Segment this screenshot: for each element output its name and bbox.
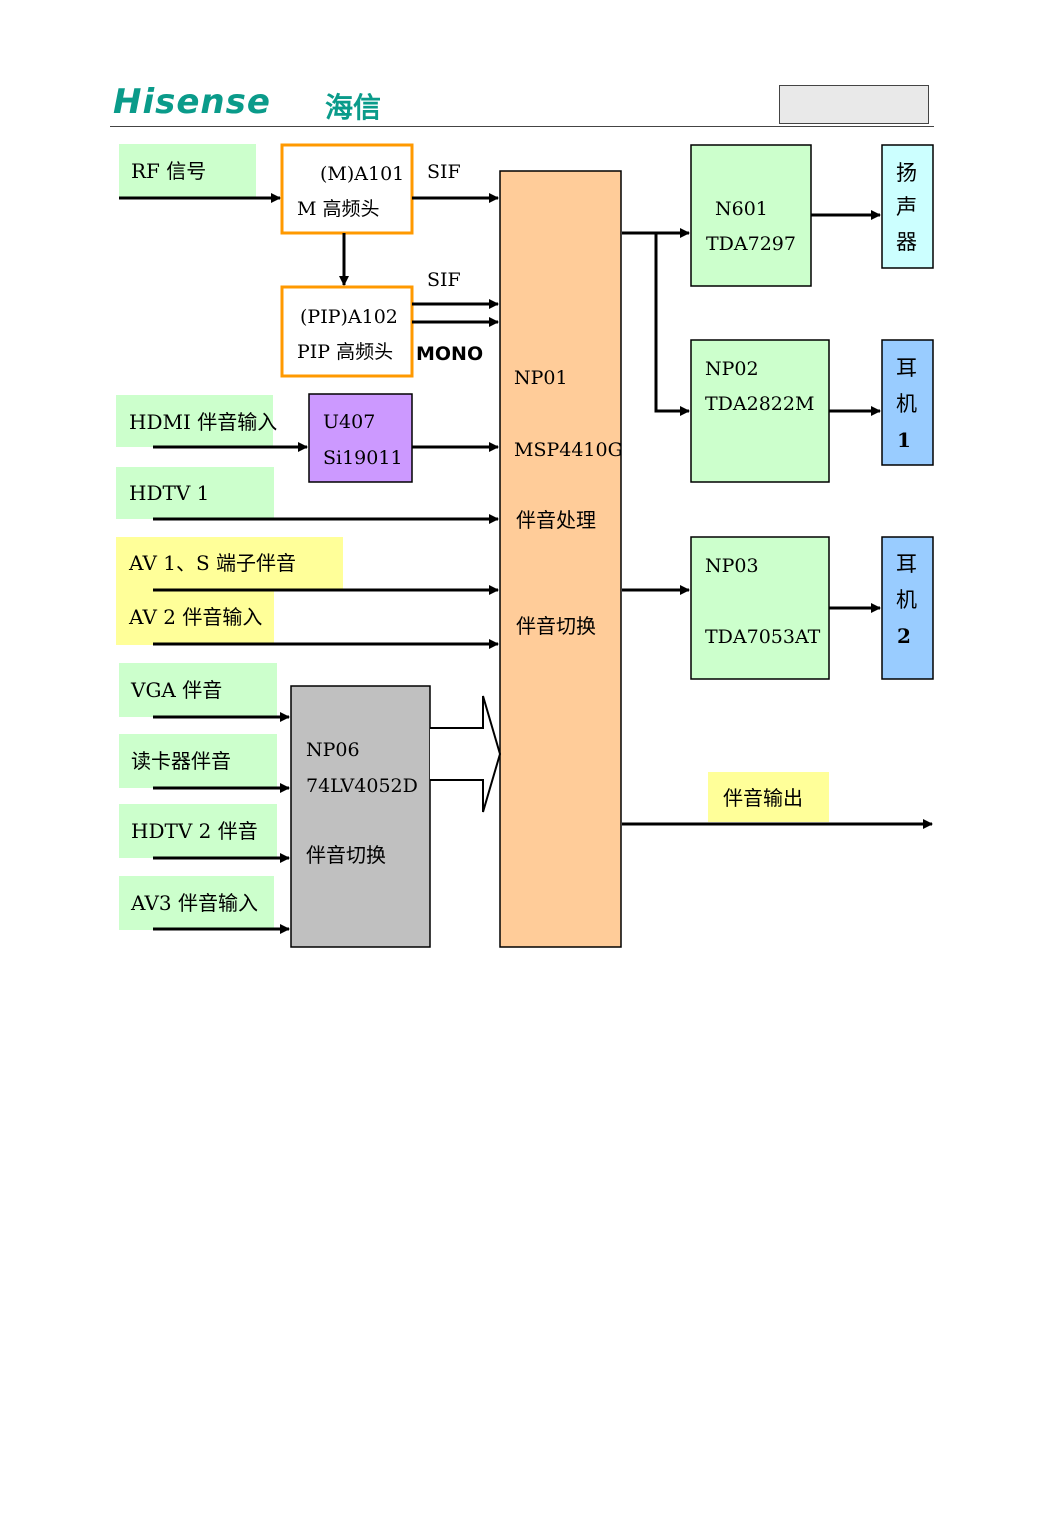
u407-line2: Si19011: [323, 447, 403, 469]
speaker-char2: 声: [896, 195, 917, 219]
np06: NP06 74LV4052D 伴音切换: [291, 686, 430, 947]
np06-to-np01-big-arrow: [430, 696, 500, 812]
earphone2-char2: 机: [896, 588, 917, 612]
tuner-main: (M)A101 M 高频头: [282, 145, 412, 233]
np02-line1: NP02: [705, 358, 759, 380]
earphone1: 耳 机 1: [882, 340, 933, 465]
speaker-char1: 扬: [896, 161, 917, 185]
np01-line4: 伴音切换: [516, 614, 596, 638]
np06-box: [291, 686, 430, 947]
mono-label: MONO: [416, 343, 483, 365]
np01-line3: 伴音处理: [516, 508, 596, 532]
np03-line2: TDA7053AT: [705, 626, 821, 648]
input-rf-label: RF 信号: [131, 159, 206, 183]
input-hdtv1-label: HDTV 1: [129, 481, 209, 505]
earphone1-char1: 耳: [896, 356, 917, 380]
np01-line1: NP01: [514, 367, 568, 389]
earphone1-char3: 1: [897, 428, 911, 452]
earphone1-char2: 机: [896, 392, 917, 416]
input-vga: VGA 伴音: [119, 663, 277, 717]
tuner-pip-line2: PIP 高频头: [297, 341, 393, 363]
np02-line2: TDA2822M: [705, 393, 814, 415]
n601: N601 TDA7297: [691, 145, 811, 286]
speaker: 扬 声 器: [882, 145, 933, 268]
tuner-pip-line1: (PIP)A102: [300, 306, 398, 328]
tuner-main-line2: M 高频头: [297, 198, 380, 220]
audio-out-label: 伴音输出: [723, 786, 803, 810]
sif-label-2: SIF: [427, 269, 461, 291]
u407-line1: U407: [323, 411, 375, 433]
audio-out: 伴音输出: [708, 772, 829, 822]
input-hdmi: HDMI 伴音输入: [116, 395, 277, 447]
np02: NP02 TDA2822M: [691, 340, 829, 482]
n601-line1: N601: [715, 198, 768, 220]
np01-box: [500, 171, 621, 947]
wire-np01-np02: [656, 233, 689, 411]
n601-line2: TDA7297: [706, 233, 796, 255]
tuner-pip: (PIP)A102 PIP 高频头: [282, 287, 412, 376]
input-hdtv2: HDTV 2 伴音: [119, 804, 277, 858]
np03: NP03 TDA7053AT: [691, 537, 829, 679]
np06-line3: 伴音切换: [306, 843, 386, 867]
np01: NP01 MSP4410G 伴音处理 伴音切换: [500, 171, 623, 947]
input-hdtv2-label: HDTV 2 伴音: [131, 819, 258, 843]
input-card-label: 读卡器伴音: [131, 749, 231, 773]
earphone2-char3: 2: [897, 624, 911, 648]
earphone2-char1: 耳: [896, 552, 917, 576]
sif-label-1: SIF: [427, 161, 461, 183]
input-hdmi-label: HDMI 伴音输入: [129, 410, 277, 434]
input-av1-label: AV 1、S 端子伴音: [128, 551, 296, 575]
input-av1: AV 1、S 端子伴音: [116, 537, 343, 591]
input-card: 读卡器伴音: [119, 734, 277, 788]
input-av2: AV 2 伴音输入: [116, 591, 274, 645]
input-rf: RF 信号: [119, 144, 256, 198]
input-hdtv1: HDTV 1: [116, 467, 274, 519]
u407: U407 Si19011: [309, 394, 412, 482]
speaker-char3: 器: [896, 230, 917, 254]
np06-line2: 74LV4052D: [306, 775, 418, 797]
input-vga-label: VGA 伴音: [130, 678, 222, 702]
np06-line1: NP06: [306, 739, 360, 761]
input-av3-label: AV3 伴音输入: [130, 891, 258, 915]
input-av2-label: AV 2 伴音输入: [128, 605, 262, 629]
earphone2: 耳 机 2: [882, 537, 933, 679]
tuner-main-line1: (M)A101: [320, 163, 404, 185]
input-av3: AV3 伴音输入: [119, 876, 274, 930]
np01-line2: MSP4410G: [514, 439, 623, 461]
np03-line1: NP03: [705, 555, 759, 577]
